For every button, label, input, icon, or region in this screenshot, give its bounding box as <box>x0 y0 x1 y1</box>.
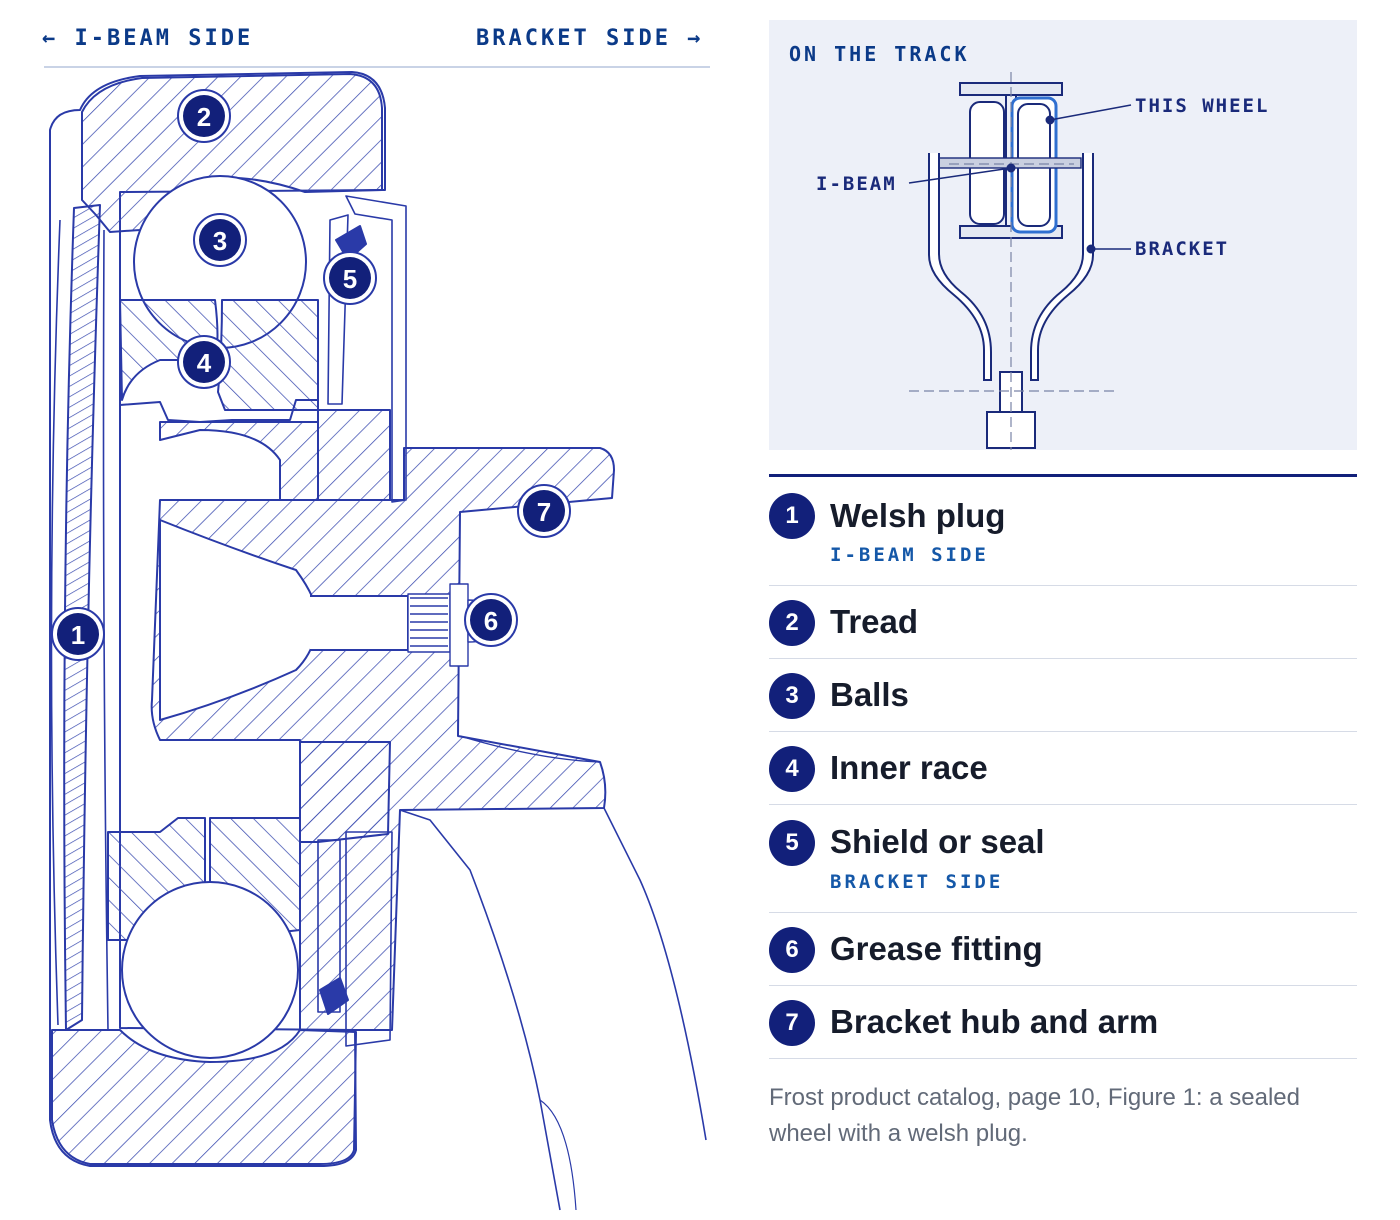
legend-item-shield-or-seal: 5 Shield or seal BRACKET SIDE <box>769 805 1357 913</box>
legend-item-welsh-plug: 1 Welsh plug I-BEAM SIDE <box>769 477 1357 586</box>
callout-2: 2 <box>177 89 231 143</box>
legend-item-tread: 2 Tread <box>769 586 1357 659</box>
legend-item-grease-fitting: 6 Grease fitting <box>769 913 1357 986</box>
track-inset-diagram <box>908 72 1132 450</box>
bracket-arm <box>603 807 707 1141</box>
legend-label: Grease fitting <box>830 930 1043 967</box>
callout-6: 6 <box>464 593 518 647</box>
callout-7: 7 <box>517 484 571 538</box>
callout-2-number: 2 <box>197 102 211 132</box>
legend-label: Inner race <box>830 749 988 786</box>
legend-label: Shield or seal <box>830 823 1045 860</box>
legend-badge: 5 <box>769 820 815 866</box>
inset-label-bracket: BRACKET <box>1135 238 1230 260</box>
legend-badge: 3 <box>769 673 815 719</box>
legend-badge: 1 <box>769 493 815 539</box>
tread-outline <box>49 71 386 1167</box>
legend-rule <box>769 474 1357 477</box>
callout-6-number: 6 <box>484 606 498 636</box>
legend-label: Welsh plug <box>830 497 1006 534</box>
inset-title: ON THE TRACK <box>789 42 970 66</box>
callout-badges: 1 2 3 4 5 6 7 <box>51 89 571 661</box>
wheel-cross-section: 1 2 3 4 5 6 7 <box>49 71 707 1211</box>
header-rule <box>44 66 710 68</box>
callout-1-number: 1 <box>71 620 85 650</box>
legend-badge: 6 <box>769 927 815 973</box>
legend-label: Balls <box>830 676 909 713</box>
legend-label: Bracket hub and arm <box>830 1003 1159 1040</box>
legend-item-balls: 3 Balls <box>769 659 1357 732</box>
callout-5: 5 <box>323 251 377 305</box>
callout-4-number: 4 <box>197 348 212 378</box>
lower-ball <box>121 881 299 1059</box>
callout-7-number: 7 <box>537 497 551 527</box>
legend-sublabel: I-BEAM SIDE <box>830 544 989 566</box>
legend-sublabel: BRACKET SIDE <box>830 871 1004 893</box>
callout-4: 4 <box>177 335 231 389</box>
callout-3-number: 3 <box>213 226 227 256</box>
legend-badge: 7 <box>769 1000 815 1046</box>
ibeam-side-label: ← I-BEAM SIDE <box>42 26 254 51</box>
figure-caption: Frost product catalog, page 10, Figure 1… <box>769 1084 1300 1147</box>
track-inset-panel: ON THE TRACK THIS WHEEL I-BEAM BRACKET <box>769 20 1357 450</box>
legend-item-bracket-hub-and-arm: 7 Bracket hub and arm <box>769 986 1357 1059</box>
callout-1: 1 <box>51 607 105 661</box>
lower-shield <box>317 839 341 1013</box>
inset-label-ibeam: I-BEAM <box>816 173 897 195</box>
callout-3: 3 <box>193 213 247 267</box>
inset-label-this-wheel: THIS WHEEL <box>1135 95 1270 117</box>
callout-5-number: 5 <box>343 264 357 294</box>
legend-badge: 2 <box>769 600 815 646</box>
upper-shield <box>317 409 391 501</box>
legend-badge: 4 <box>769 746 815 792</box>
legend-item-inner-race: 4 Inner race <box>769 732 1357 805</box>
legend-label: Tread <box>830 603 919 640</box>
bracket-side-label: BRACKET SIDE → <box>476 26 704 51</box>
